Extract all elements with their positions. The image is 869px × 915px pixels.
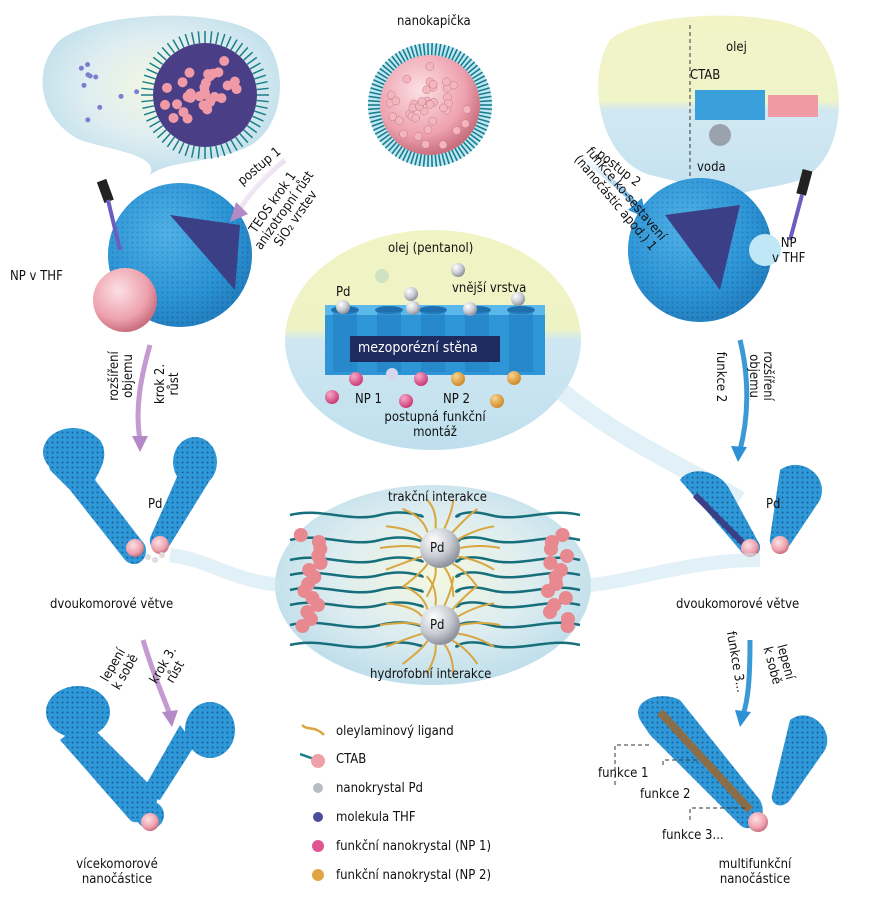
multi-chamber-nanoparticle <box>46 686 235 831</box>
assembly-label-line1: postupná funkční <box>370 410 500 425</box>
legend-item: nanokrystal Pd <box>300 777 423 799</box>
route2-final-label: multifunkční nanočástice <box>700 857 810 887</box>
route1-final-line1: vícekomorové <box>62 857 172 872</box>
route2-np-label-line2: v THF <box>772 251 805 266</box>
route1-step2b-label: krok 2. růst <box>154 354 182 414</box>
two-chamber-branches-left <box>43 428 217 564</box>
legend-label: funkční nanokrystal (NP 2) <box>336 868 491 883</box>
pd-label-lower: Pd <box>430 618 444 633</box>
thf-molecule-icon <box>300 807 326 827</box>
traction-interaction-label: trakční interakce <box>388 490 487 505</box>
legend-item: molekula THF <box>300 806 416 828</box>
legend-label: funkční nanokrystal (NP 1) <box>336 839 491 854</box>
route2-step2b-label: funkce 2 <box>713 347 727 407</box>
route2-np-label: NP v THF <box>772 236 805 266</box>
route1-step2b-line1: krok 2. <box>154 354 168 414</box>
inset-bubble-route1 <box>43 16 280 175</box>
nanodroplet <box>368 43 492 167</box>
np2-label: NP 2 <box>443 392 470 407</box>
route1-final-line2: nanočástice <box>62 872 172 887</box>
pd-label-left: Pd <box>148 497 162 512</box>
inset-ctab-label: CTAB <box>690 68 720 83</box>
route2-step2-label: rozšíření objemu <box>746 346 774 406</box>
route2-step2-line2: objemu <box>746 346 760 406</box>
route1-step2-line2: objemu <box>122 346 136 406</box>
nanodroplet-label: nanokapička <box>397 14 471 29</box>
legend-item: oleylaminový ligand <box>300 720 454 742</box>
np1-label: NP 1 <box>355 392 382 407</box>
multifunctional-nanoparticle <box>615 696 827 832</box>
route1-final-label: vícekomorové nanočástice <box>62 857 172 887</box>
legend-label: nanokrystal Pd <box>336 781 423 796</box>
pd-label-top: Pd <box>336 285 350 300</box>
mesoporous-wall-label: mezoporézní stěna <box>358 341 478 356</box>
pd-label-upper: Pd <box>430 541 444 556</box>
silica-sphere-route1 <box>93 179 252 332</box>
route2-final-line1: multifunkční <box>700 857 810 872</box>
route1-branch-label: dvoukomorové větve <box>50 597 173 612</box>
ctab-icon <box>300 749 326 769</box>
assembly-label: postupná funkční montáž <box>370 410 500 440</box>
route2-step2-line1: rozšíření <box>760 346 774 406</box>
inset-water-label: voda <box>697 160 726 175</box>
function2-label: funkce 2 <box>640 787 691 802</box>
legend-item: funkční nanokrystal (NP 2) <box>300 864 491 886</box>
route1-step2-line1: rozšíření <box>108 346 122 406</box>
route1-step2-label: rozšíření objemu <box>108 346 136 406</box>
route1-step2b-line2: růst <box>168 354 182 414</box>
interaction-bubble <box>170 485 760 685</box>
legend-item: CTAB <box>300 748 366 770</box>
legend-label: molekula THF <box>336 810 416 825</box>
inset-oil-label: olej <box>726 40 747 55</box>
legend-label: oleylaminový ligand <box>336 724 454 739</box>
hydrophobic-interaction-label: hydrofobní interakce <box>370 667 491 682</box>
np2-icon <box>300 865 326 885</box>
route2-np-label-line1: NP <box>772 236 805 251</box>
oleylamine-ligand-icon <box>300 721 326 741</box>
pd-label-right: Pd <box>766 497 780 512</box>
pd-nanocrystal-icon <box>300 778 326 798</box>
assembly-label-line2: montáž <box>370 425 500 440</box>
outer-layer-label: vnější vrstva <box>452 281 526 296</box>
legend-item: funkční nanokrystal (NP 1) <box>300 835 491 857</box>
function3-label: funkce 3... <box>662 828 724 843</box>
function1-label: funkce 1 <box>598 766 649 781</box>
oil-pentanol-label: olej (pentanol) <box>388 241 473 256</box>
arrow-route2-step2 <box>731 340 747 462</box>
legend-label: CTAB <box>336 752 366 767</box>
two-chamber-branches-right <box>680 465 822 557</box>
route2-final-line2: nanočástice <box>700 872 810 887</box>
np1-icon <box>300 836 326 856</box>
route2-branch-label: dvoukomorové větve <box>676 597 799 612</box>
route1-np-label: NP v THF <box>10 269 63 284</box>
